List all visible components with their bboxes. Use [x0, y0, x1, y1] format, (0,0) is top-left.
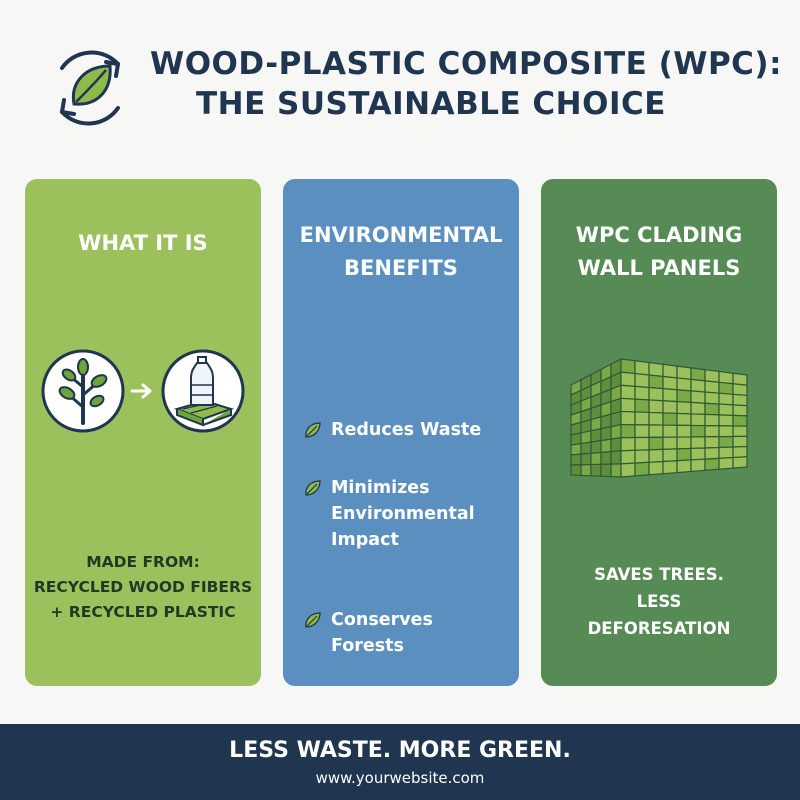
arrow-right-icon	[130, 383, 152, 399]
card-title-line: ENVIRONMENTAL	[299, 223, 503, 247]
card-what-it-is: WHAT IT IS	[25, 179, 261, 686]
caption-line: LESS	[636, 592, 682, 611]
card-title-line: WALL PANELS	[577, 256, 741, 280]
cladding-caption: SAVES TREES. LESS DEFORESATION	[541, 561, 777, 642]
benefit-item: Minimizes Environmental Impact	[303, 475, 511, 553]
card-title-line: BENEFITS	[344, 256, 458, 280]
leaf-icon	[305, 480, 321, 496]
website-link[interactable]: www.yourwebsite.com	[315, 769, 485, 787]
tree-icon	[41, 349, 125, 433]
benefit-line: Minimizes	[331, 478, 430, 498]
card-title: ENVIRONMENTAL BENEFITS	[293, 219, 509, 285]
card-environmental-benefits: ENVIRONMENTAL BENEFITS Reduces Waste Min…	[283, 179, 519, 686]
caption-line: SAVES TREES.	[594, 565, 724, 584]
caption-line: MADE FROM:	[86, 553, 200, 571]
leaf-icon	[305, 422, 321, 438]
recycle-leaf-icon	[60, 50, 120, 126]
card-title-line: WPC CLADING	[575, 223, 743, 247]
benefit-item: Conserves Forests	[303, 607, 511, 659]
benefit-text: Minimizes Environmental Impact	[331, 475, 475, 553]
leaf-icon	[305, 612, 321, 628]
card-title: WPC CLADING WALL PANELS	[551, 219, 767, 285]
building-cladding-icon	[570, 358, 748, 478]
benefit-line: Environmental	[331, 504, 475, 524]
benefit-text: Reduces Waste	[331, 417, 481, 443]
benefit-line: Conserves Forests	[331, 610, 433, 656]
page-title: WOOD-PLASTIC COMPOSITE (WPC): THE SUSTAI…	[150, 44, 790, 124]
composition-icons	[25, 349, 261, 439]
tagline: LESS WASTE. MORE GREEN.	[229, 738, 571, 763]
caption-line: RECYCLED WOOD FIBERS	[33, 578, 253, 596]
composition-caption: MADE FROM: RECYCLED WOOD FIBERS + RECYCL…	[25, 550, 261, 625]
title-line-2: THE SUSTAINABLE CHOICE	[196, 86, 666, 122]
card-title: WHAT IT IS	[78, 231, 208, 255]
caption-line: + RECYCLED PLASTIC	[50, 603, 236, 621]
header: WOOD-PLASTIC COMPOSITE (WPC): THE SUSTAI…	[0, 0, 800, 160]
plastic-bottle-planks-icon	[161, 349, 245, 433]
card-wpc-cladding: WPC CLADING WALL PANELS SAVES TREES. LES…	[541, 179, 777, 686]
caption-line: DEFORESATION	[587, 619, 731, 638]
title-line-1: WOOD-PLASTIC COMPOSITE (WPC):	[150, 46, 782, 82]
benefit-text: Conserves Forests	[331, 607, 511, 659]
benefit-line: Reduces Waste	[331, 420, 482, 440]
benefit-item: Reduces Waste	[303, 417, 511, 443]
benefit-line: Impact	[331, 530, 399, 550]
footer: LESS WASTE. MORE GREEN. www.yourwebsite.…	[0, 724, 800, 800]
